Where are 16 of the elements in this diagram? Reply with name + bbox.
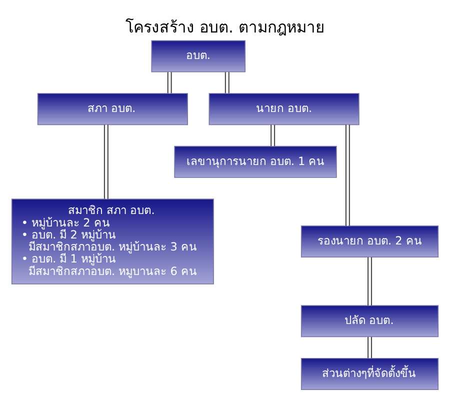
node-box: สมาชิก สภา อบต. • หมู่บ้านละ 2 คน • อบต. มี 2 หมู่บ้าน มีสมาชิกสภาอบต. หมู่บ้านละ 3 คน • อบต. มี 1 หมู่บ้าน มีสมาชิกสภาอบต. หมูบานละ 6 คน — [11, 198, 214, 284]
connector — [368, 336, 372, 358]
node-box: ส่วนต่างๆที่จัดตั้งขึ้น — [300, 357, 439, 390]
node-box: เลขานุการนายก อบต. 1 คน — [174, 145, 337, 178]
connector — [167, 72, 172, 93]
node-box: รองนายก อบต. 2 คน — [300, 225, 439, 258]
node-box: ปลัด อบต. — [300, 304, 439, 337]
connector — [345, 124, 350, 226]
diagram-title: โครงสร้าง อบต. ตามกฎหมาย — [126, 18, 324, 36]
connector — [224, 72, 230, 93]
connector — [368, 256, 372, 305]
node-box: นายก อบต. — [208, 92, 360, 125]
connector — [270, 124, 276, 146]
node-box: สภา อบต. — [37, 92, 188, 125]
connector — [104, 124, 108, 198]
node-box: อบต. — [151, 40, 246, 72]
